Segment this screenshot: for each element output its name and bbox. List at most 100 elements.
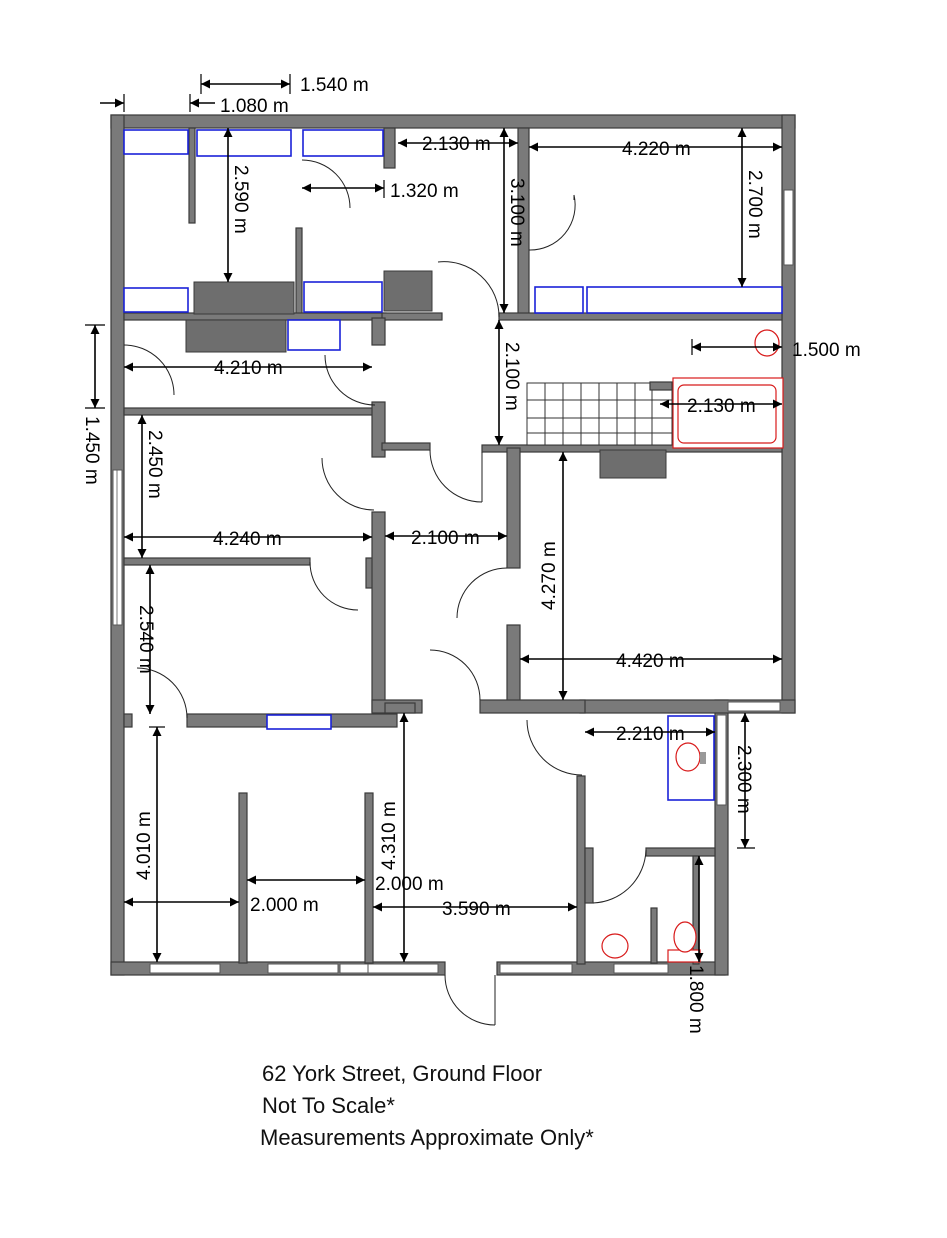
cabinet-3 (302, 129, 384, 157)
door-2 (528, 194, 576, 251)
partition-low-2 (364, 792, 374, 964)
internal-walls (123, 127, 783, 965)
door-8 (309, 561, 359, 611)
dim-label-1080: 1.080 m (220, 96, 289, 117)
cabinet-5 (303, 281, 383, 313)
door-3 (437, 261, 500, 318)
dim-label-2100-upper: 2.100 m (501, 342, 522, 411)
stairs (526, 381, 673, 446)
basin-1 (675, 742, 701, 772)
door-4 (123, 344, 175, 396)
wall-hall-seg (381, 442, 431, 451)
stair-landing (651, 382, 673, 446)
toilet-bowl (673, 921, 697, 953)
door-13 (592, 849, 647, 904)
window-bottom-1 (149, 963, 221, 974)
appliance-3 (185, 319, 287, 353)
stub-1 (371, 317, 386, 346)
cabinet-4 (123, 287, 189, 313)
caption-title: 62 York Street, Ground Floor (262, 1061, 543, 1086)
window-wc (716, 714, 727, 806)
dim-label-1320: 1.320 m (390, 181, 459, 202)
door-9 (456, 567, 508, 619)
cabinet-1 (123, 129, 189, 155)
dim-label-2300: 2.300 m (733, 745, 754, 814)
dim-label-2130-stairs: 2.130 m (687, 396, 756, 417)
window-bottom-4 (367, 963, 439, 974)
tap-1 (700, 752, 706, 764)
windows (112, 189, 794, 974)
window-bottom-3 (339, 963, 369, 974)
door-front (444, 974, 496, 1026)
partition-top-3 (383, 127, 396, 169)
appliance-1 (193, 281, 295, 315)
cabinet-6 (287, 319, 341, 351)
dim-label-3100: 3.100 m (506, 178, 527, 247)
dim-label-1450: 1.450 m (81, 416, 102, 485)
cabinet-8 (586, 286, 783, 314)
stub-4 (123, 713, 133, 728)
dim-label-4420: 4.420 m (616, 651, 685, 672)
dimension-lines: 1.540 m 1.080 m 2.130 m 4.220 m 2.590 m … (81, 74, 861, 1034)
wall-top (110, 114, 796, 129)
partition-low-3 (576, 775, 586, 965)
dim-label-4270: 4.270 m (539, 541, 560, 610)
partition-low-6 (692, 855, 700, 965)
wall-under-top-mid (381, 312, 443, 321)
dim-label-1800: 1.800 m (685, 965, 706, 1034)
wall-room2-top (123, 407, 375, 416)
window-right-top (783, 189, 794, 266)
appliance-4 (599, 449, 667, 479)
dim-label-4310: 4.310 m (379, 801, 400, 870)
door-1 (301, 159, 351, 209)
partition-low-1 (238, 792, 248, 964)
window-bottom-6 (613, 963, 669, 974)
caption-scale-note: Not To Scale* (262, 1093, 395, 1118)
dim-label-1500: 1.500 m (792, 340, 861, 361)
dim-label-1540: 1.540 m (300, 75, 369, 96)
wall-hall-right-top (506, 447, 521, 569)
partition-top-1 (188, 127, 196, 224)
door-7 (429, 449, 483, 503)
appliance-2 (383, 270, 433, 312)
dim-label-2540: 2.540 m (135, 605, 156, 674)
door-11 (429, 649, 481, 701)
dim-label-2100-hall: 2.100 m (411, 528, 480, 549)
window-bottom-2 (267, 963, 339, 974)
dim-label-2210: 2.210 m (616, 724, 685, 745)
cabinet-7 (534, 286, 584, 314)
partition-low-5 (650, 907, 658, 964)
dim-label-4240: 4.240 m (213, 529, 282, 550)
dim-label-2450: 2.450 m (144, 430, 165, 499)
stub-5 (384, 702, 416, 714)
dim-label-2000-a: 2.000 m (250, 895, 319, 916)
door-12 (526, 719, 583, 776)
door-5 (324, 354, 376, 406)
cabinet-2 (196, 129, 292, 157)
floor-plan: 1.540 m 1.080 m 2.130 m 4.220 m 2.590 m … (81, 74, 861, 1034)
dim-label-2700: 2.700 m (744, 170, 765, 239)
window-left (112, 469, 123, 626)
wall-wc-top (645, 847, 716, 857)
window-right-step (727, 701, 781, 712)
caption-measure-note: Measurements Approximate Only* (260, 1125, 594, 1150)
door-10 (136, 667, 188, 719)
cabinet-9 (266, 714, 332, 730)
partition-top-2 (295, 227, 303, 317)
wall-hall-right-bot (506, 624, 521, 706)
basin-2 (754, 329, 780, 357)
stair-block (526, 382, 653, 446)
dim-label-4220: 4.220 m (622, 139, 691, 160)
basin-3 (601, 933, 629, 959)
stair-stub (649, 381, 673, 391)
dim-label-3590: 3.590 m (442, 899, 511, 920)
wall-hall-bottom-right (479, 699, 586, 714)
dim-label-4210: 4.210 m (214, 358, 283, 379)
dim-label-4010: 4.010 m (134, 811, 155, 880)
door-6 (321, 457, 375, 511)
wall-room3-top (123, 557, 311, 566)
dim-label-2000-b: 2.000 m (375, 874, 444, 895)
dim-label-2590: 2.590 m (230, 165, 251, 234)
window-bottom-5 (499, 963, 573, 974)
plan-caption: 62 York Street, Ground Floor Not To Scal… (260, 1058, 594, 1154)
